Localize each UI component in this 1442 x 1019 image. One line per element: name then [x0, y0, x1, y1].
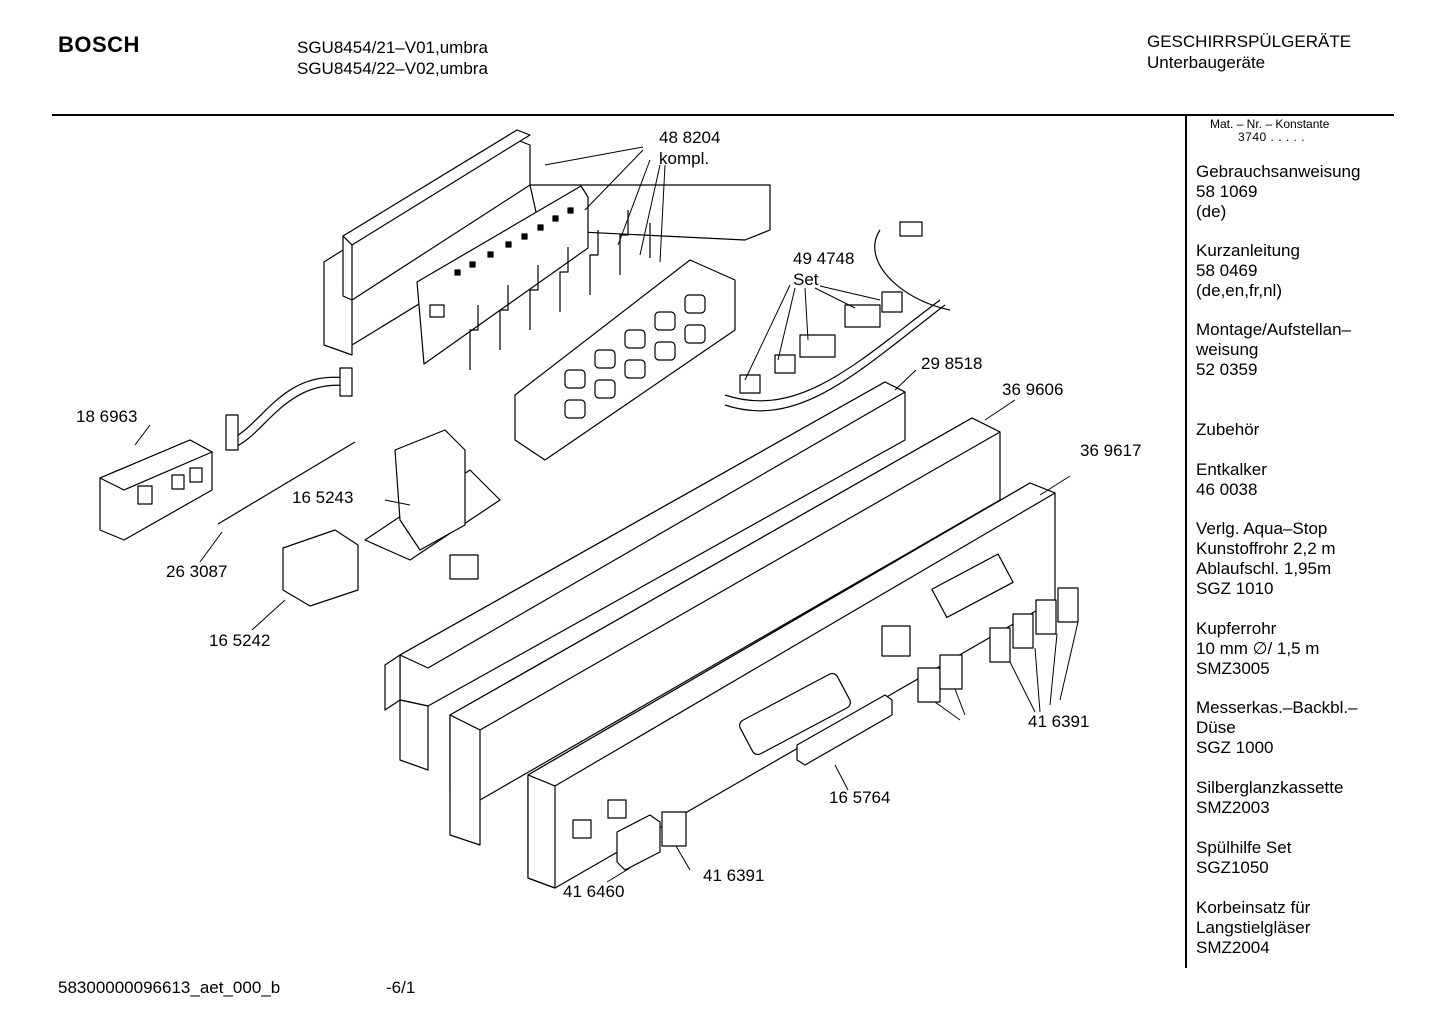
part-label-494748: 49 4748 — [793, 249, 855, 268]
sidebar-text: Verlg. Aqua–Stop — [1196, 519, 1328, 538]
part-label-165243: 16 5243 — [292, 488, 354, 507]
ribbon-cable-part — [225, 367, 353, 451]
circuit-board-part — [416, 185, 589, 365]
sidebar-text: SGZ 1000 — [1196, 738, 1274, 757]
inner-panel-part — [384, 381, 906, 771]
part-label-369606: 36 9606 — [1002, 380, 1064, 399]
part-label-165764: 16 5764 — [829, 788, 891, 807]
header-divider — [52, 114, 1394, 116]
sidebar-text: Düse — [1196, 718, 1236, 737]
document-id: 58300000096613_aet_000_b — [58, 978, 281, 997]
sidebar-text: 52 0359 — [1196, 360, 1258, 379]
sidebar-text: Ablaufschl. 1,95m — [1196, 559, 1332, 578]
sidebar-text: Gebrauchsanweisung — [1196, 162, 1361, 181]
part-label-369617: 36 9617 — [1080, 441, 1142, 460]
part-label-kompl: kompl. — [659, 149, 710, 168]
sidebar-block-copperpipe: Kupferrohr 10 mm ∅/ 1,5 m SMZ3005 — [1196, 619, 1319, 679]
sidebar-text: 46 0038 — [1196, 480, 1258, 499]
bracket-part — [364, 429, 501, 561]
category-title: GESCHIRRSPÜLGERÄTE — [1147, 32, 1352, 51]
page-number: -6/1 — [386, 978, 416, 997]
sidebar-block-quickguide: Kurzanleitung 58 0469 (de,en,fr,nl) — [1196, 241, 1300, 301]
sidebar-block-knifebasket: Messerkas.–Backbl.– Düse SGZ 1000 — [1196, 698, 1358, 758]
part-label-416391-right: 41 6391 — [1028, 712, 1090, 731]
part-label-298518: 29 8518 — [921, 354, 983, 373]
model-line-1: SGU8454/21–V01,umbra — [297, 38, 488, 57]
sidebar-block-glassinsert: Korbeinsatz für Langstielgläser SMZ2004 — [1196, 898, 1310, 958]
sidebar-divider — [1185, 116, 1187, 968]
sidebar-text: SGZ 1010 — [1196, 579, 1274, 598]
sidebar-block-manual: Gebrauchsanweisung 58 1069 (de) — [1196, 162, 1360, 222]
front-fascia-part — [527, 482, 1056, 889]
sidebar-block-accessories: Zubehör — [1196, 420, 1259, 440]
sidebar-block-rinseaid: Spülhilfe Set SGZ1050 — [1196, 838, 1291, 878]
connector-part — [449, 554, 479, 580]
material-constant: 3740 . . . . . — [1238, 130, 1306, 144]
accessories-sidebar: Mat. – Nr. – Konstante 3740 . . . . . Ge… — [1196, 118, 1416, 958]
switch-block-part — [282, 529, 359, 607]
switch-carrier-part — [469, 210, 736, 461]
sidebar-block-aquastop: Verlg. Aqua–Stop Kunstoffrohr 2,2 m Abla… — [1196, 519, 1336, 599]
model-line-2: SGU8454/22–V02,umbra — [297, 59, 488, 78]
sidebar-text: Spülhilfe Set — [1196, 838, 1292, 857]
sidebar-block-descaler: Entkalker 46 0038 — [1196, 460, 1267, 500]
sidebar-text: 58 0469 — [1196, 261, 1258, 280]
sidebar-text: Silberglanzkassette — [1196, 778, 1344, 797]
brand-logo: BOSCH — [58, 32, 140, 57]
display-module-part — [99, 439, 213, 541]
sidebar-text: SMZ2004 — [1196, 938, 1270, 957]
button-set-right-part — [917, 587, 1079, 703]
sidebar-text: 58 1069 — [1196, 182, 1258, 201]
part-label-263087: 26 3087 — [166, 562, 228, 581]
leader-lines — [134, 146, 1079, 883]
part-label-165242: 16 5242 — [209, 631, 271, 650]
subcategory-title: Unterbaugeräte — [1147, 53, 1266, 72]
sidebar-text: Zubehör — [1196, 420, 1260, 439]
sidebar-text: SMZ2003 — [1196, 798, 1270, 817]
sidebar-text: (de,en,fr,nl) — [1196, 281, 1282, 300]
part-label-set: Set — [793, 270, 819, 289]
sidebar-text: Langstielgläser — [1196, 918, 1311, 937]
sidebar-text: Montage/Aufstellan– — [1196, 320, 1351, 339]
sidebar-block-silvercassette: Silberglanzkassette SMZ2003 — [1196, 778, 1343, 818]
sidebar-text: SMZ3005 — [1196, 659, 1270, 678]
part-label-416460: 41 6460 — [563, 882, 625, 901]
cable-harness-part — [724, 221, 951, 412]
part-label-488204: 48 8204 — [659, 128, 721, 147]
sidebar-text: Entkalker — [1196, 460, 1267, 479]
sidebar-text: Kupferrohr — [1196, 619, 1277, 638]
sidebar-text: Kurzanleitung — [1196, 241, 1300, 260]
sidebar-header: Mat. – Nr. – Konstante 3740 . . . . . — [1196, 118, 1416, 144]
wire-part — [217, 441, 356, 525]
sidebar-text: Messerkas.–Backbl.– — [1196, 698, 1358, 717]
sidebar-text: (de) — [1196, 202, 1227, 221]
button-set-bottom-part — [616, 811, 687, 871]
part-label-186963: 18 6963 — [76, 407, 138, 426]
material-number-heading: Mat. – Nr. – Konstante — [1210, 117, 1330, 131]
middle-panel-part — [449, 417, 1001, 846]
sidebar-text: weisung — [1196, 340, 1259, 359]
sidebar-text: 10 mm ∅/ 1,5 m — [1196, 639, 1320, 658]
cover-strip-part — [796, 694, 893, 766]
sidebar-block-installation: Montage/Aufstellan– weisung 52 0359 — [1196, 320, 1351, 380]
sidebar-text: SGZ1050 — [1196, 858, 1269, 877]
sidebar-text: Korbeinsatz für — [1196, 898, 1311, 917]
sidebar-text: Kunstoffrohr 2,2 m — [1196, 539, 1336, 558]
rear-housing-part — [323, 129, 771, 356]
part-label-416391-bottom: 41 6391 — [703, 866, 765, 885]
